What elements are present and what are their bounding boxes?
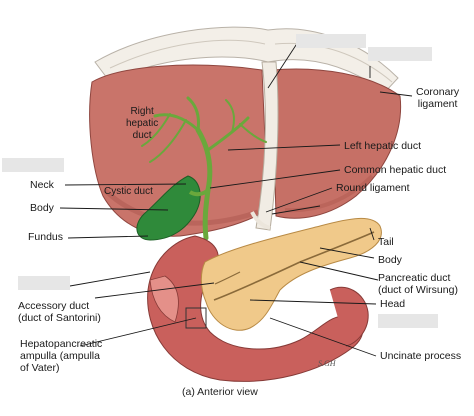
label-body-pancreas: Body bbox=[378, 254, 402, 266]
label-fundus: Fundus bbox=[28, 231, 64, 243]
label-pancreatic-duct: Pancreatic duct (duct of Wirsung) bbox=[378, 272, 458, 296]
blank-label-box-top-right bbox=[368, 47, 432, 61]
label-accessory-duct: Accessory duct (duct of Santorini) bbox=[18, 300, 101, 324]
label-neck: Neck bbox=[30, 179, 54, 191]
bile-duct-tree bbox=[141, 96, 267, 241]
label-cystic-duct: Cystic duct bbox=[104, 186, 153, 197]
label-uncinate-process: Uncinate process bbox=[380, 350, 462, 362]
figure-caption: (a) Anterior view bbox=[182, 386, 258, 398]
blank-label-box-right-lower bbox=[378, 314, 438, 328]
label-body-gallbladder: Body bbox=[30, 202, 54, 214]
liver-left-lobe bbox=[271, 68, 402, 219]
blank-label-box-left bbox=[2, 158, 64, 172]
label-coronary-ligament: Coronary ligament bbox=[416, 86, 460, 110]
pancreas bbox=[200, 217, 382, 331]
label-left-hepatic-duct: Left hepatic duct bbox=[344, 140, 422, 152]
label-common-hepatic-duct: Common hepatic duct bbox=[344, 164, 447, 176]
label-head: Head bbox=[380, 298, 406, 310]
falciform-ligament bbox=[255, 61, 279, 231]
blank-label-box-top bbox=[296, 34, 366, 48]
blank-label-box-left-lower bbox=[18, 276, 70, 290]
label-hepatopancreatic-ampulla: Hepatopancreatic ampulla (ampulla of Vat… bbox=[20, 338, 103, 374]
label-tail: Tail bbox=[378, 236, 394, 248]
liver-right-lobe bbox=[89, 64, 269, 237]
artist-signature: S.GH bbox=[318, 359, 337, 368]
leader-lines bbox=[59, 41, 413, 357]
label-right-hepatic-duct: Right hepatic duct bbox=[126, 106, 159, 141]
label-round-ligament: Round ligament bbox=[336, 182, 410, 194]
gallbladder bbox=[136, 175, 201, 241]
